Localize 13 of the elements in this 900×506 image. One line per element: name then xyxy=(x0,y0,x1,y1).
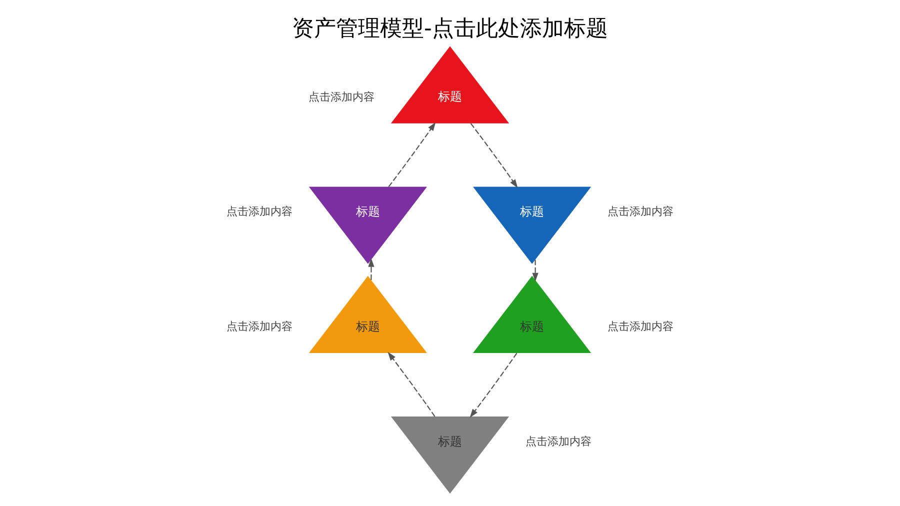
node-label: 点击添加内容 xyxy=(308,90,375,103)
arrow xyxy=(470,122,518,188)
node-label: 点击添加内容 xyxy=(525,434,592,448)
arrow xyxy=(470,352,518,418)
diagram-title: 资产管理模型-点击此处添加标题 xyxy=(292,16,608,41)
node-label: 点击添加内容 xyxy=(226,204,293,218)
arrow xyxy=(532,259,538,282)
arrow xyxy=(388,351,436,416)
node-label: 点击添加内容 xyxy=(226,320,293,333)
node-label: 点击添加内容 xyxy=(607,204,674,218)
node-label: 点击添加内容 xyxy=(607,320,674,333)
arrow xyxy=(368,258,374,280)
arrow xyxy=(388,122,436,187)
